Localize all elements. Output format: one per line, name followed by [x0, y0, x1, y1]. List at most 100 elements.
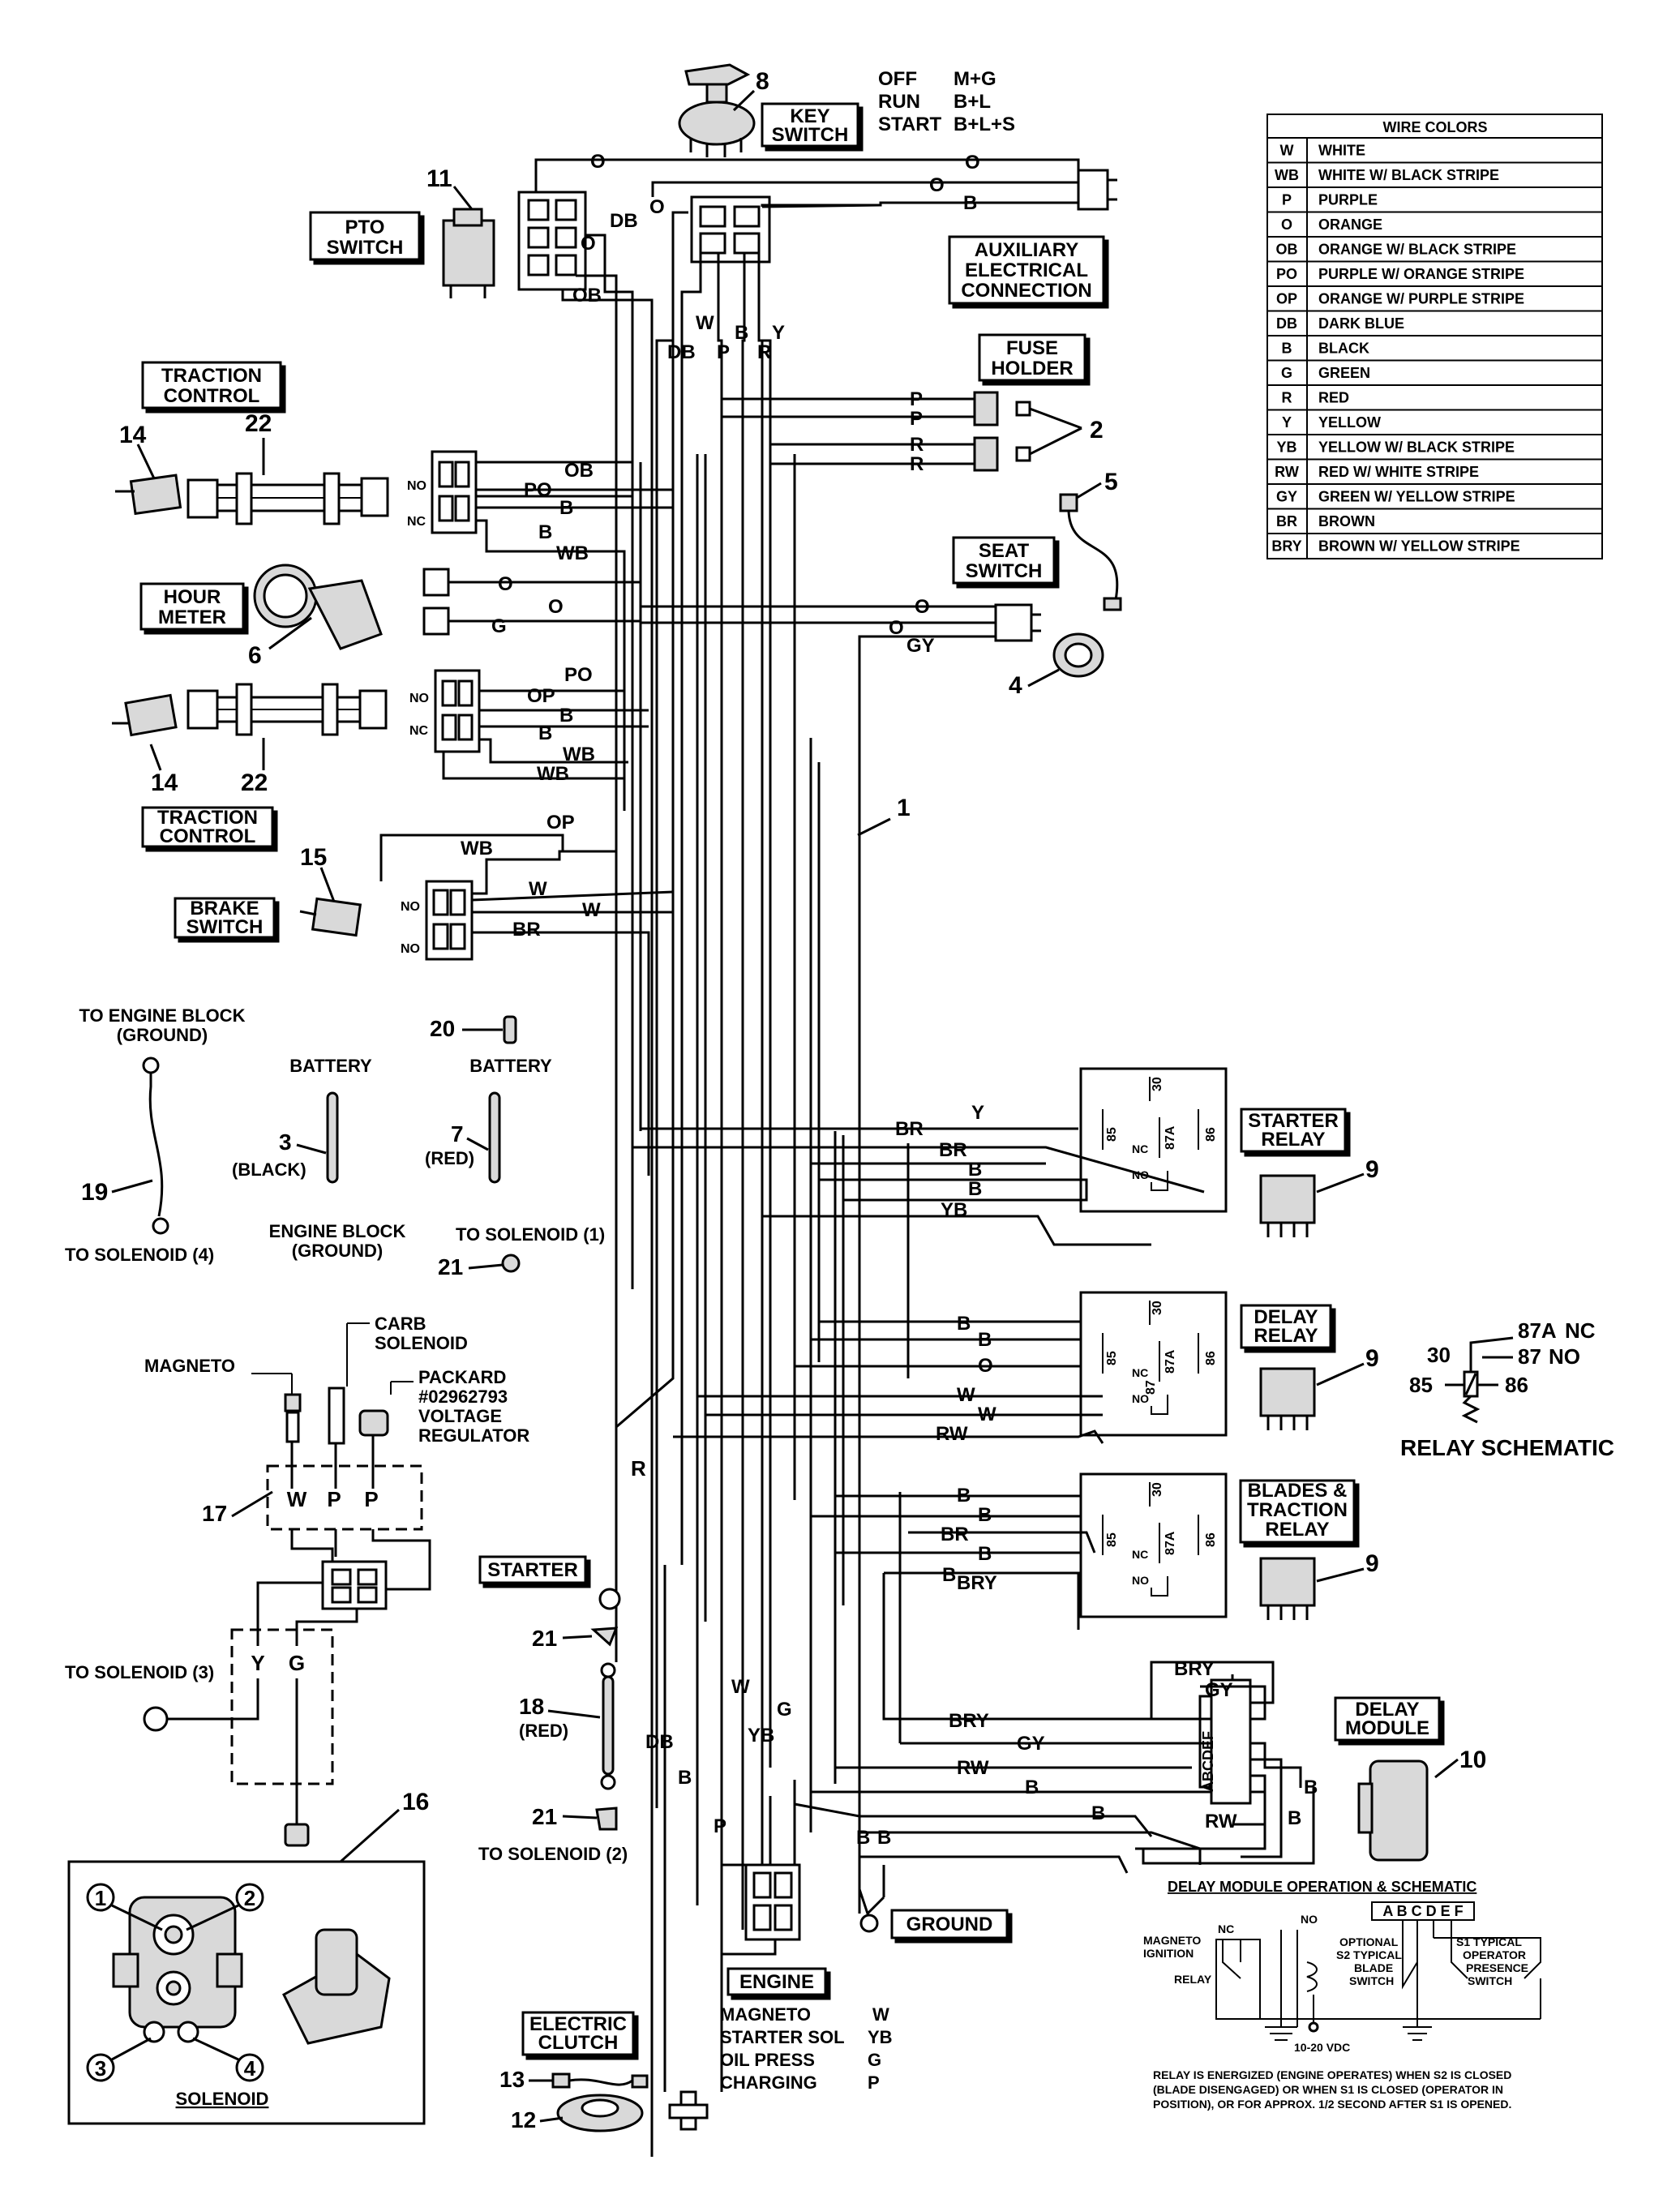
- starter-relay-label-2: RELAY: [1261, 1129, 1325, 1151]
- wire-label: R: [910, 434, 924, 456]
- wire-label: B: [877, 1827, 891, 1849]
- blades-relay-label-2: TRACTION: [1247, 1499, 1348, 1521]
- ds-note-3: POSITION), OR FOR APPROX. 1/2 SECOND AFT…: [1153, 2098, 1511, 2111]
- wire-label: DB: [645, 1731, 674, 1753]
- hour-meter-label-2: METER: [158, 606, 226, 628]
- wire-label: B: [963, 192, 977, 214]
- wire-label: B: [968, 1178, 982, 1200]
- traction-control-lower: 14 22 TRACTION CONTROL: [112, 683, 388, 848]
- wire-label: B: [735, 322, 748, 344]
- wire-label: B: [978, 1504, 992, 1526]
- wire-label: WB: [461, 838, 493, 859]
- rs-86: 86: [1505, 1373, 1528, 1397]
- wire-color-code: YB: [1276, 439, 1296, 456]
- main-harness: 1: [857, 649, 911, 1297]
- wire-color-code: BR: [1276, 513, 1297, 529]
- regulator-plug: [321, 1560, 388, 1610]
- traction-label-2: CONTROL: [164, 385, 260, 407]
- starter-label: STARTER: [487, 1559, 578, 1581]
- wire-label: B: [1025, 1777, 1039, 1798]
- engine-charging: CHARGING: [720, 2072, 817, 2093]
- wire-label: OP: [546, 812, 575, 834]
- wire-label: RW: [936, 1423, 968, 1445]
- num-17: 17: [202, 1501, 227, 1526]
- wire-color-code: G: [1281, 365, 1292, 381]
- wire-color-name: YELLOW W/ BLACK STRIPE: [1318, 439, 1515, 456]
- ds-nc: NC: [1218, 1922, 1234, 1935]
- starter-r: R: [631, 1456, 646, 1481]
- relay-pin-nc: NC: [1132, 1548, 1148, 1561]
- wire-label: O: [498, 573, 513, 595]
- engine-ground-label: TO ENGINE BLOCK: [79, 1005, 246, 1026]
- rs-87: 87: [1518, 1344, 1541, 1369]
- wire-color-code: GY: [1276, 489, 1297, 505]
- traction-harness-icon: [186, 472, 389, 525]
- ds-note-2: (BLADE DISENGAGED) OR WHEN S1 IS CLOSED …: [1153, 2083, 1503, 2096]
- engine-charging-code: P: [868, 2072, 880, 2093]
- packard-label-2: #02962793: [418, 1387, 508, 1407]
- wire-label: B: [942, 1564, 956, 1586]
- wire-label: B: [957, 1313, 971, 1335]
- pto-connector: [517, 191, 587, 291]
- wire-color-name: ORANGE W/ BLACK STRIPE: [1318, 242, 1516, 258]
- relay-pin-86: 86: [1204, 1127, 1218, 1142]
- brake-switch-icon: [299, 897, 362, 937]
- main-harness-number: 1: [897, 795, 911, 821]
- starter-relay-label: STARTER: [1248, 1110, 1339, 1132]
- seat-wire-icon: [1059, 493, 1122, 611]
- traction-sensor-icon: [115, 474, 182, 516]
- wire-label: BR: [941, 1524, 969, 1545]
- delay-module-connector: ABCDEF: [1198, 1678, 1252, 1805]
- wire-colors-title: WIRE COLORS: [1383, 119, 1488, 135]
- ds-magneto-2: IGNITION: [1143, 1947, 1194, 1960]
- traction-label-3: TRACTION: [157, 807, 258, 829]
- wire-label: G: [491, 615, 507, 637]
- regulator: MAGNETO CARB SOLENOID PACKARD #02962793 …: [65, 1314, 529, 1847]
- wire-color-name: YELLOW: [1318, 414, 1381, 431]
- ds-relay: RELAY: [1174, 1973, 1212, 1986]
- seat-switch-label: SEAT: [979, 540, 1030, 562]
- wire-label: RW: [957, 1757, 989, 1779]
- fuse-holder-label-2: HOLDER: [991, 358, 1073, 379]
- wire-label: OB: [564, 460, 594, 482]
- wire-label: O: [978, 1355, 993, 1377]
- wire-label: BRY: [957, 1572, 997, 1594]
- num-20: 20: [430, 1016, 455, 1041]
- reg-p: P: [327, 1487, 341, 1511]
- battery-label-2: BATTERY: [469, 1056, 552, 1076]
- wire-label: B: [978, 1543, 992, 1565]
- brake-switch: 15 BRAKE SWITCH: [174, 844, 362, 939]
- wire-color-code: R: [1282, 390, 1292, 406]
- blades-relay-label-3: RELAY: [1265, 1519, 1329, 1541]
- wire-label: B: [1091, 1802, 1105, 1824]
- engine-table: ENGINE MAGNETO W STARTER SOL YB OIL PRES…: [720, 1967, 893, 2093]
- fuse-holder-label: FUSE: [1006, 337, 1058, 359]
- fuse-number: 2: [1090, 417, 1104, 444]
- key-switch-label-2: SWITCH: [772, 124, 849, 146]
- wire-color-name: GREEN: [1318, 365, 1370, 381]
- delay-module-label: DELAY: [1355, 1699, 1419, 1721]
- key-pos-run: RUN: [878, 91, 920, 113]
- wire-color-code: B: [1282, 341, 1292, 357]
- tc1-connector: NO NC: [407, 450, 478, 534]
- wire-label: PO: [564, 664, 593, 686]
- engine-ground-label-2: (GROUND): [117, 1025, 208, 1045]
- rs-87a: 87A: [1518, 1318, 1557, 1343]
- packard-label-4: REGULATOR: [418, 1425, 529, 1446]
- ds-s2-4: SWITCH: [1349, 1974, 1394, 1987]
- fuse-holder: FUSE HOLDER 2: [973, 333, 1104, 472]
- traction-label: TRACTION: [161, 365, 262, 387]
- rs-30: 30: [1427, 1343, 1451, 1367]
- wire-label: GY: [1017, 1733, 1045, 1755]
- blades-relay-number: 9: [1365, 1550, 1379, 1577]
- wire-label: YB: [748, 1725, 774, 1747]
- wire-label: OP: [527, 685, 555, 707]
- key-pos-run-contacts: B+L: [954, 91, 991, 113]
- hour-meter-number: 6: [248, 642, 262, 669]
- sol-t3: 3: [95, 2056, 106, 2081]
- wire-label: W: [957, 1384, 975, 1406]
- wire-label: B: [968, 1159, 982, 1181]
- wire-label: Y: [772, 322, 785, 344]
- fuse-holder-icon: [973, 391, 1031, 472]
- wire-color-code: O: [1281, 216, 1292, 233]
